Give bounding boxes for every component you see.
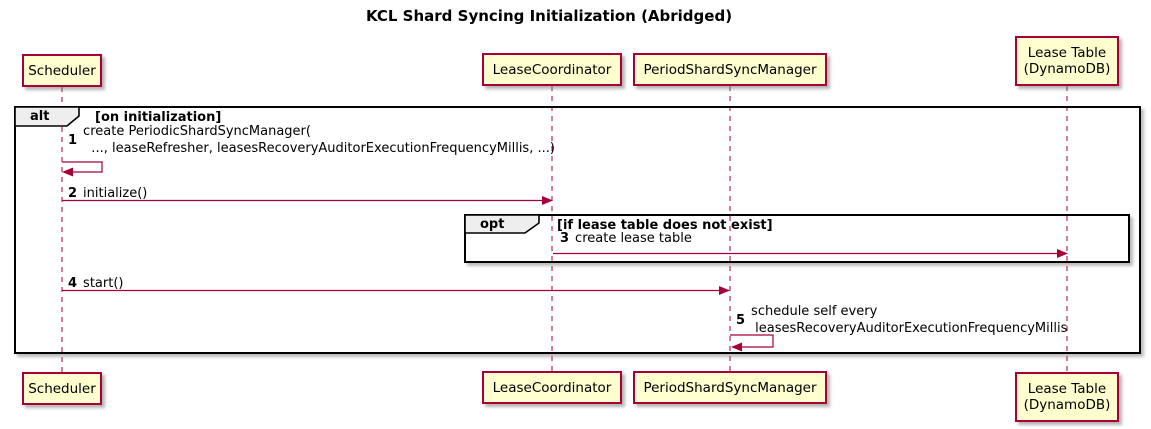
participant-period-shard-sync-manager-top: PeriodShardSyncManager bbox=[633, 53, 827, 86]
arrowhead-4 bbox=[719, 286, 730, 295]
participant-lease-table-bottom: Lease Table (DynamoDB) bbox=[1015, 372, 1119, 422]
alt-operator-pentagon bbox=[14, 106, 80, 127]
message-text-1: create PeriodicShardSyncManager( ..., le… bbox=[83, 124, 555, 156]
opt-frame: opt [if lease table does not exist] bbox=[464, 214, 1130, 263]
opt-operator-label: opt bbox=[480, 217, 505, 232]
message-seq-3: 3 bbox=[560, 231, 570, 246]
message-seq-2: 2 bbox=[68, 186, 78, 201]
message-label-1: 1 create PeriodicShardSyncManager( ..., … bbox=[68, 123, 555, 157]
message-label-2: 2 initialize() bbox=[68, 185, 147, 202]
arrowhead-1 bbox=[62, 167, 73, 177]
diagram-title: KCL Shard Syncing Initialization (Abridg… bbox=[365, 7, 733, 25]
participant-scheduler-top: Scheduler bbox=[22, 54, 102, 87]
message-arrow-1-self bbox=[62, 161, 103, 173]
message-label-5: 5 schedule self every leasesRecoveryAudi… bbox=[736, 303, 1067, 337]
opt-operator-pentagon bbox=[464, 214, 540, 234]
message-text-4: start() bbox=[83, 276, 124, 291]
arrowhead-3 bbox=[1057, 249, 1068, 258]
arrowhead-2 bbox=[542, 196, 553, 205]
message-label-4: 4 start() bbox=[68, 275, 123, 292]
alt-frame: alt [on initialization] bbox=[14, 106, 1141, 354]
participant-lease-coordinator-bottom: LeaseCoordinator bbox=[482, 371, 622, 404]
message-text-5: schedule self every leasesRecoveryAudito… bbox=[751, 304, 1068, 336]
participant-lease-table-top: Lease Table (DynamoDB) bbox=[1015, 36, 1119, 86]
message-seq-4: 4 bbox=[68, 276, 78, 291]
message-label-3: 3 create lease table bbox=[560, 230, 692, 247]
message-arrow-5-self bbox=[730, 334, 774, 348]
participant-period-shard-sync-manager-bottom: PeriodShardSyncManager bbox=[633, 371, 827, 404]
message-seq-1: 1 bbox=[68, 132, 78, 148]
participant-lease-coordinator-top: LeaseCoordinator bbox=[482, 53, 622, 86]
alt-operator-label: alt bbox=[30, 109, 50, 124]
participant-scheduler-bottom: Scheduler bbox=[22, 372, 102, 405]
message-seq-5: 5 bbox=[736, 312, 746, 328]
opt-guard: [if lease table does not exist] bbox=[557, 218, 773, 233]
message-text-2: initialize() bbox=[83, 186, 148, 201]
message-text-3: create lease table bbox=[575, 231, 692, 246]
arrowhead-5 bbox=[731, 342, 742, 352]
alt-guard: [on initialization] bbox=[95, 110, 222, 125]
